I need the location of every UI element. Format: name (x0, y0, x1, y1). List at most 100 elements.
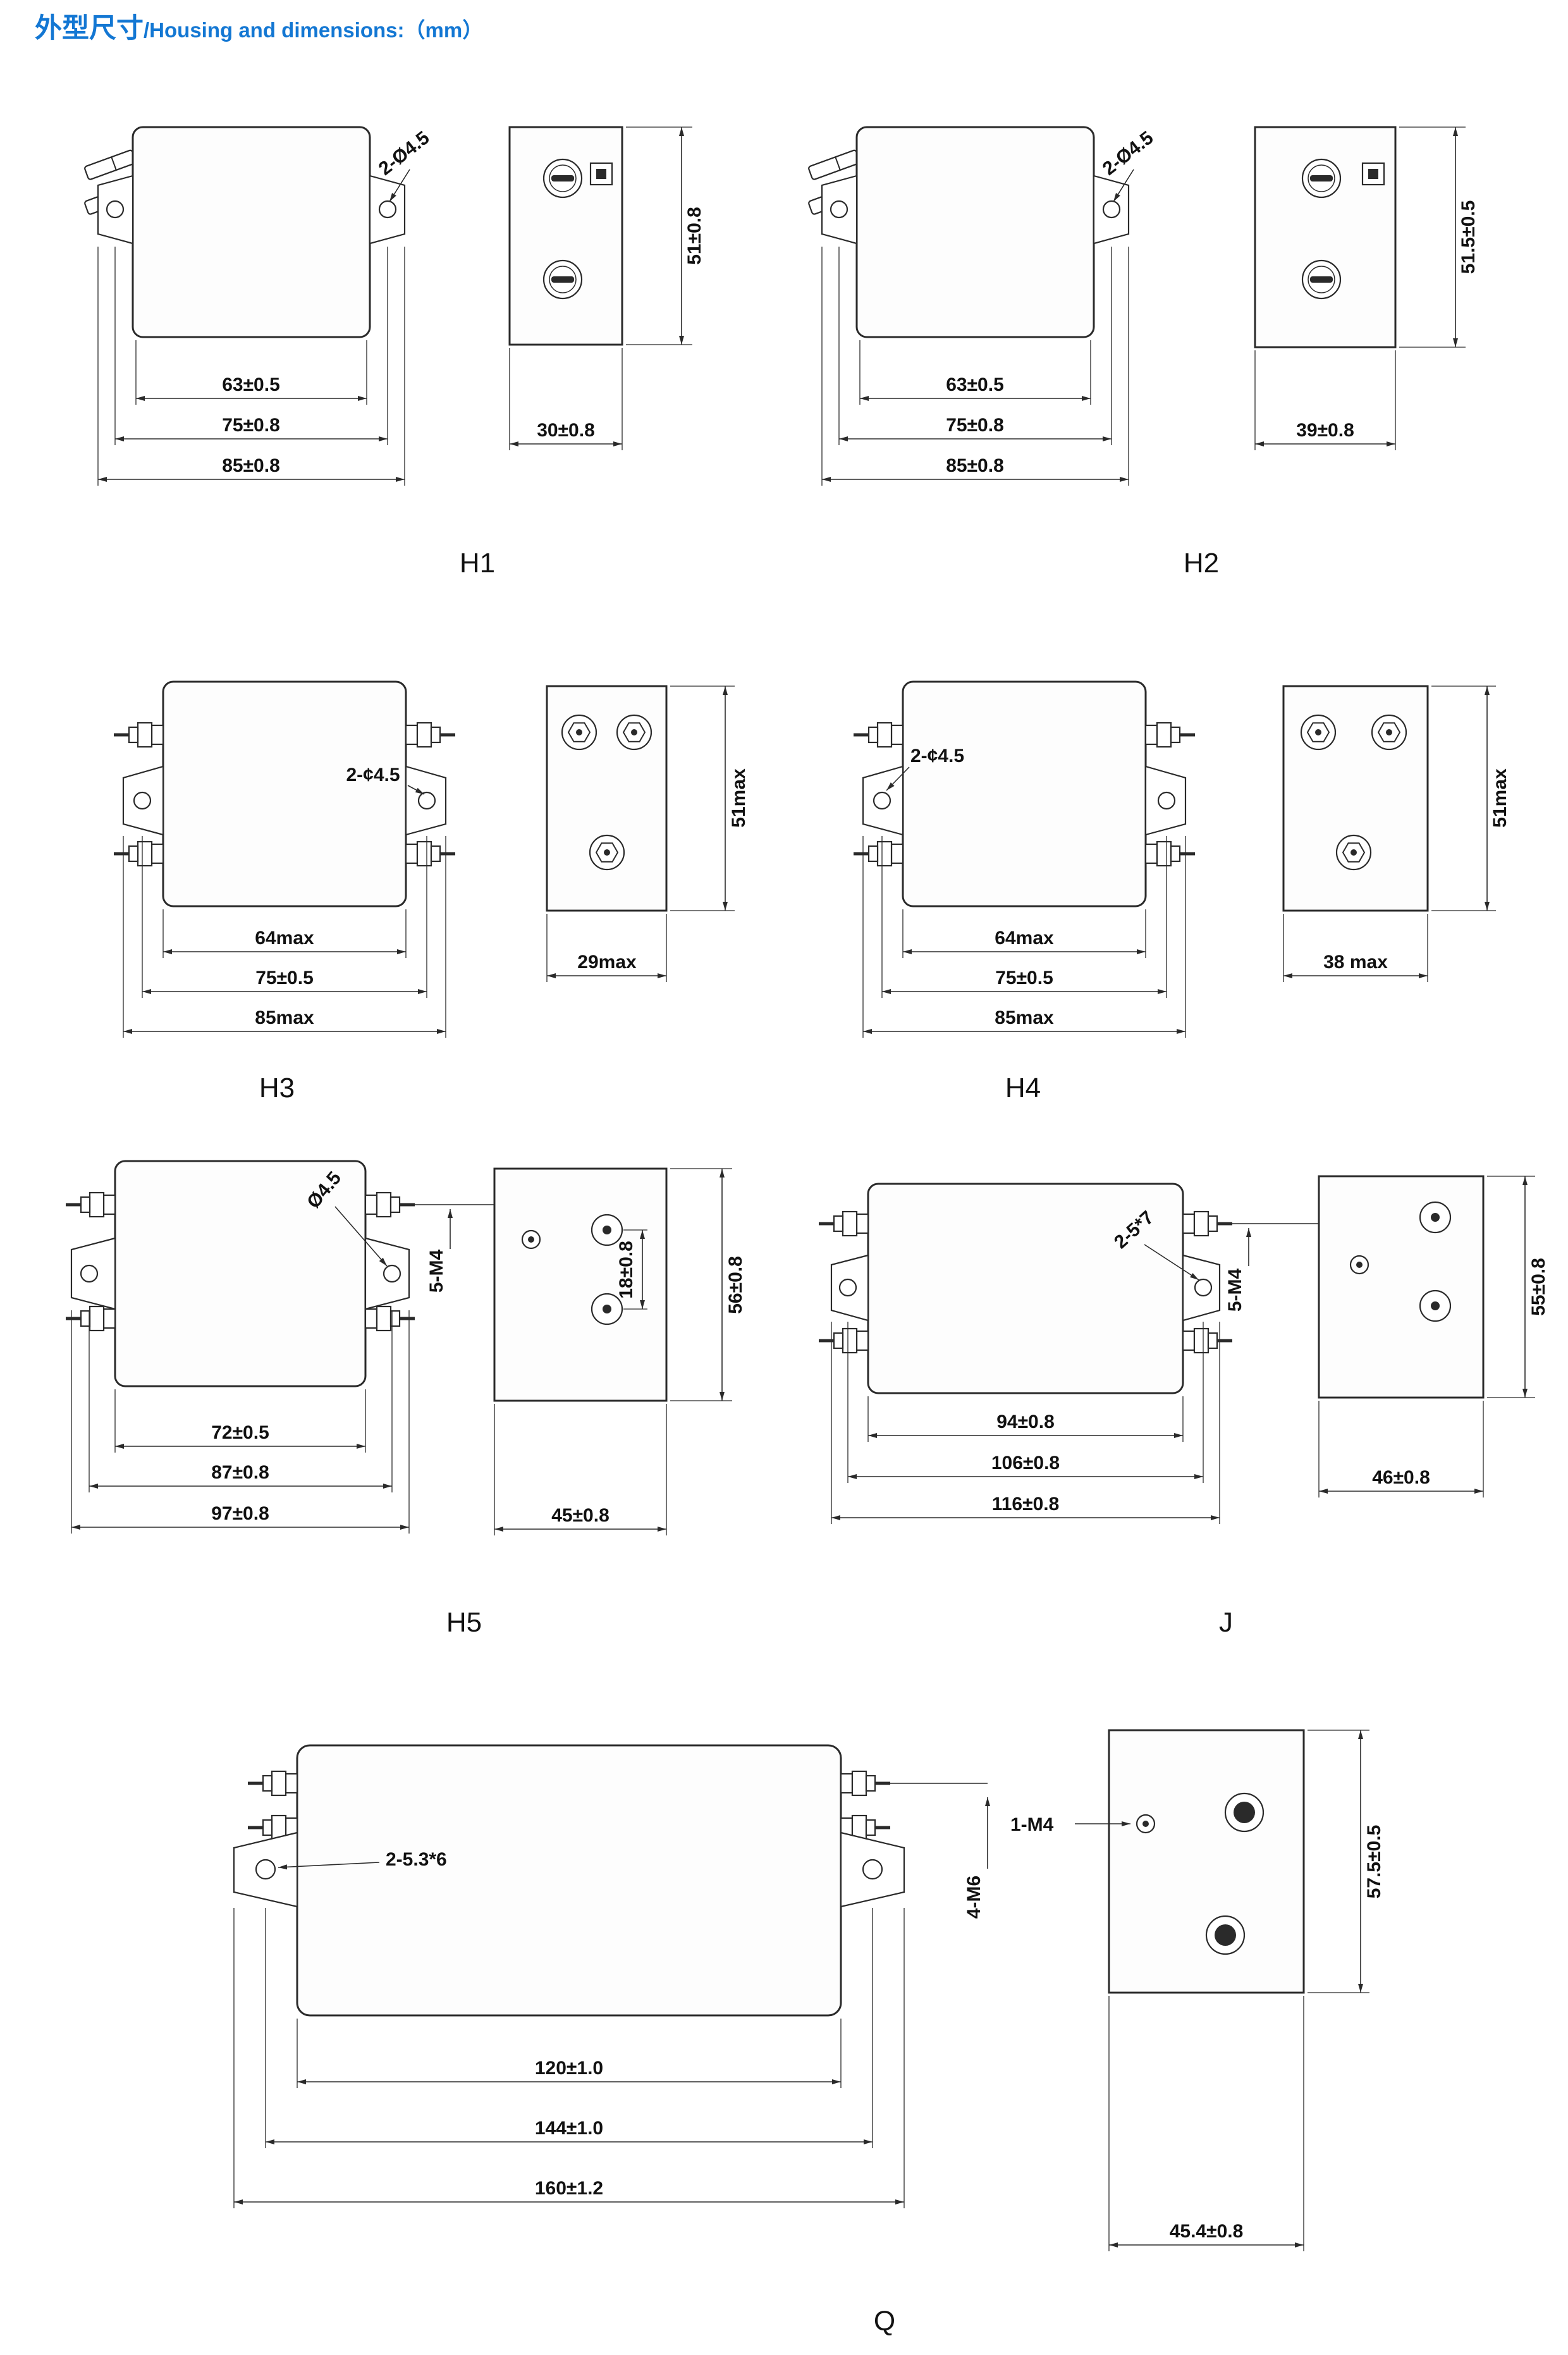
h1-side-width: 30±0.8 (537, 420, 595, 441)
h2-front-body (855, 126, 1095, 338)
h1-dim-outer: 85±0.8 (222, 455, 280, 476)
q-dim-inner: 120±1.0 (535, 2058, 603, 2079)
j-side-body (1318, 1175, 1485, 1399)
terminal (591, 1214, 623, 1246)
q-thread: 4-M6 (964, 1876, 984, 1919)
bolt-terminal (248, 1771, 297, 1795)
h5-side-body (493, 1167, 668, 1402)
h4-dim-mid: 75±0.5 (995, 968, 1053, 988)
mounting-hole (106, 200, 125, 219)
terminal-screw (542, 158, 583, 199)
h1-front-body (132, 126, 371, 338)
mounting-hole (80, 1264, 99, 1283)
hex-terminal (1335, 834, 1372, 871)
h5-dim-outer: 97±0.8 (211, 1503, 269, 1524)
h1-dim-inner: 63±0.5 (222, 374, 280, 395)
h2-side-width: 39±0.8 (1296, 420, 1354, 441)
bolt-terminal (365, 1307, 415, 1331)
mounting-hole (417, 791, 436, 810)
j-side-height: 55±0.8 (1528, 1258, 1549, 1316)
h5-side-width: 45±0.8 (551, 1505, 609, 1526)
mounting-hole (873, 791, 891, 810)
small-terminal (521, 1229, 541, 1250)
bolt-terminal (819, 1212, 868, 1236)
small-terminal (1349, 1255, 1369, 1275)
mounting-hole (1157, 791, 1176, 810)
terminal (1419, 1289, 1452, 1322)
bolt-terminal (841, 1771, 890, 1795)
q-dim-outer: 160±1.2 (535, 2178, 603, 2199)
bolt-terminal (406, 842, 455, 866)
h4-side-height: 51max (1490, 768, 1510, 828)
bolt-terminal (1183, 1329, 1232, 1353)
mounting-hole (1194, 1278, 1213, 1297)
hex-terminal (561, 714, 597, 751)
page-title-en: /Housing and dimensions:（mm） (144, 18, 484, 42)
figure-h2: 2-Ø4.5 63±0.5 75±0.8 85±0.8 H2 51.5±0.5 … (807, 126, 1479, 579)
h5-side-height: 56±0.8 (725, 1256, 746, 1314)
h4-callout: 2-¢4.5 (910, 746, 964, 766)
h4-dim-inner: 64max (995, 928, 1054, 949)
h1-dim-mid: 75±0.8 (222, 415, 280, 436)
bolt-terminal (1183, 1212, 1232, 1236)
j-dim-mid: 106±0.8 (991, 1453, 1060, 1473)
j-dim-outer: 116±0.8 (992, 1494, 1060, 1515)
figure-h1: 2-Ø4.5 63±0.5 75±0.8 85±0.8 H1 51±0.8 30… (83, 126, 705, 579)
bolt-terminal (1146, 723, 1195, 747)
page-title-cn: 外型尺寸 (35, 13, 144, 44)
spade-terminal (807, 149, 861, 181)
h4-label: H4 (1005, 1073, 1041, 1104)
h5-dim-inner: 72±0.5 (211, 1422, 269, 1443)
h2-side-height: 51.5±0.5 (1458, 200, 1479, 274)
mounting-hole (383, 1264, 401, 1283)
figure-h5: Ø4.5 5-M4 72±0.5 87±0.8 97±0.8 H5 18±0.8… (66, 1160, 746, 1638)
figure-j: 2-5*7 5-M4 94±0.8 106±0.8 116±0.8 J 55±0… (819, 1175, 1549, 1638)
terminal-screw (542, 259, 583, 300)
hex-terminal (1300, 714, 1337, 751)
figure-h4: 2-¢4.5 64max 75±0.5 85max H4 51max 38 ma… (854, 680, 1510, 1104)
j-label: J (1219, 1607, 1233, 1638)
h2-dim-outer: 85±0.8 (946, 455, 1004, 476)
mounting-hole (862, 1859, 883, 1880)
hex-terminal (616, 714, 652, 751)
bolt-terminal (1146, 842, 1195, 866)
h1-label: H1 (460, 548, 495, 579)
h2-dim-mid: 75±0.8 (946, 415, 1004, 436)
mounting-hole (1102, 200, 1121, 219)
bolt-terminal (66, 1193, 115, 1217)
h4-side-width: 38 max (1323, 952, 1388, 973)
q-label: Q (874, 2306, 895, 2337)
h4-front-body (902, 680, 1147, 907)
h3-dim-inner: 64max (255, 928, 314, 949)
h5-thread: 5-M4 (426, 1250, 447, 1293)
q-callout: 2-5.3*6 (386, 1849, 447, 1870)
terminal-screw (1301, 259, 1342, 300)
spade-terminal (83, 149, 137, 181)
h4-side-body (1282, 685, 1429, 912)
j-dim-inner: 94±0.8 (996, 1411, 1055, 1432)
h5-dim-mid: 87±0.8 (211, 1462, 269, 1483)
mounting-hole (830, 200, 848, 219)
q-side-width: 45.4±0.8 (1170, 2221, 1244, 2242)
terminal (1419, 1201, 1452, 1234)
terminal-screw (1301, 158, 1342, 199)
indicator-window-inner (596, 169, 606, 179)
terminal (1224, 1792, 1265, 1833)
hex-terminal (589, 834, 625, 871)
figure-q: 2-5.3*6 4-M6 120±1.0 144±1.0 160±1.2 Q 1… (233, 1729, 1385, 2337)
q-front-body (296, 1744, 842, 2017)
bolt-terminal (819, 1329, 868, 1353)
bolt-terminal (854, 723, 903, 747)
bolt-terminal (114, 842, 163, 866)
h1-side-height: 51±0.8 (684, 207, 705, 265)
bolt-terminal (66, 1307, 115, 1331)
h3-front-body (162, 680, 407, 907)
h3-dim-outer: 85max (255, 1007, 314, 1028)
j-thread: 5-M4 (1225, 1269, 1246, 1312)
q-side-height: 57.5±0.5 (1364, 1825, 1385, 1899)
page-title: 外型尺寸/Housing and dimensions:（mm） (35, 6, 483, 46)
h5-side-spacing: 18±0.8 (616, 1241, 637, 1299)
q-side-body (1108, 1729, 1305, 1994)
figure-h3: 2-¢4.5 64max 75±0.5 85max H3 51max 29max (114, 680, 749, 1104)
